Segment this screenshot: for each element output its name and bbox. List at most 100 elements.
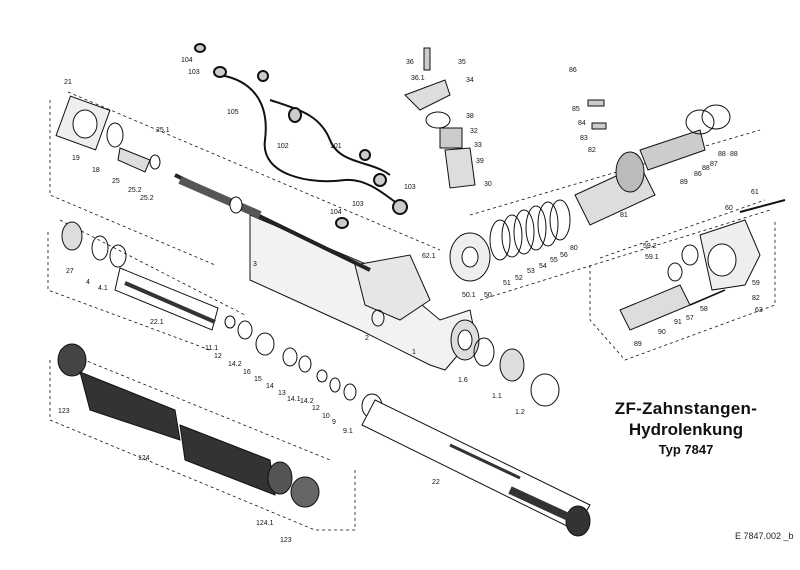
frame-right-lower [589,199,776,361]
label-15: 15 [254,376,262,383]
label-30: 30 [484,181,492,188]
label-103b: 103 [404,184,416,191]
label-105: 105 [227,109,239,116]
frame-left-lower [49,349,356,531]
label-83: 83 [580,135,588,142]
label-1-6: 1.6 [458,377,468,384]
label-50-1: 50.1 [462,292,476,299]
label-86: 86 [569,67,577,74]
label-19: 19 [72,155,80,162]
label-9-1: 9.1 [343,428,353,435]
label-25-2: 25.2 [128,187,142,194]
label-1-2: 1.2 [515,409,525,416]
label-61: 61 [751,189,759,196]
label-63: 63 [755,307,763,314]
label-36-1: 36.1 [411,75,425,82]
label-86b: 86 [694,171,702,178]
drawing-code: E 7847.002 _b [735,531,794,541]
label-103: 103 [188,69,200,76]
part-labels: 21 19 18 25 25.1 25.2 25.2 3 2 1 1.6 1.1… [58,57,763,544]
label-85: 85 [572,106,580,113]
label-9: 9 [332,419,336,426]
label-14-2b: 14.2 [300,398,314,405]
title-line-3: Typ 7847 [658,442,714,457]
label-12b: 12 [312,405,320,412]
label-89: 89 [680,179,688,186]
label-123: 123 [58,408,70,415]
label-38: 38 [466,113,474,120]
label-1-1: 1.1 [492,393,502,400]
label-82: 82 [588,147,596,154]
label-22-1: 22.1 [150,319,164,326]
label-56: 56 [560,252,568,259]
label-91: 91 [674,319,682,326]
tube-part-22-1 [61,221,219,331]
rack-part-3 [174,173,371,272]
label-2: 2 [365,335,369,342]
frame-left-middle [47,219,246,351]
label-18: 18 [92,167,100,174]
label-3: 3 [253,261,257,268]
label-21: 21 [64,79,72,86]
label-88c: 88 [730,151,738,158]
label-55: 55 [550,257,558,264]
label-84: 84 [578,120,586,127]
label-52: 52 [515,275,523,282]
label-4-1: 4.1 [98,285,108,292]
label-12: 12 [214,353,222,360]
label-14-1: 14.1 [287,396,301,403]
bellows-part-51-56 [449,199,571,282]
label-89b: 89 [634,341,642,348]
label-60: 60 [725,205,733,212]
label-1: 1 [412,349,416,356]
boot-part-124 [57,343,320,508]
label-124-1: 124.1 [256,520,274,527]
label-32: 32 [470,128,478,135]
label-87: 87 [710,161,718,168]
label-25: 25 [112,178,120,185]
label-58: 58 [700,306,708,313]
drawing-title: ZF-Zahnstangen- Hydrolenkung Typ 7847 [598,398,774,460]
label-88: 88 [718,151,726,158]
tube-part-22 [361,399,591,537]
pipes-part-101-102 [194,43,408,229]
washers-part-9-16 [224,315,383,419]
title-line-2: Hydrolenkung [628,420,744,439]
label-35: 35 [458,59,466,66]
label-10: 10 [322,413,330,420]
label-124: 124 [138,455,150,462]
label-123b: 123 [280,537,292,544]
label-81: 81 [620,212,628,219]
label-22: 22 [432,479,440,486]
label-33: 33 [474,142,482,149]
label-88b: 88 [702,165,710,172]
label-25-1: 25.1 [156,127,170,134]
housing-part-1 [249,214,480,371]
label-51: 51 [503,280,511,287]
label-57: 57 [686,315,694,322]
label-82b: 82 [752,295,760,302]
frame-left-upper [49,91,441,266]
pinion-part-81 [574,99,731,226]
label-59: 59 [752,280,760,287]
label-62-1: 62.1 [422,253,436,260]
label-102: 102 [277,143,289,150]
valve-parts-30-39 [404,47,476,189]
label-25-2b: 25.2 [140,195,154,202]
label-50: 50 [484,292,492,299]
flange-part-19 [55,95,161,173]
frame-right-upper [469,129,771,301]
label-16: 16 [243,369,251,376]
label-80: 80 [570,245,578,252]
label-101: 101 [330,143,342,150]
label-34: 34 [466,77,474,84]
label-36: 36 [406,59,414,66]
bushing-part-1-1 [473,337,560,407]
label-59-1: 59.1 [645,254,659,261]
label-90: 90 [658,329,666,336]
label-11-1: 11.1 [205,345,218,352]
label-13: 13 [278,390,286,397]
label-103c: 103 [352,201,364,208]
cover-part-59 [619,199,786,331]
